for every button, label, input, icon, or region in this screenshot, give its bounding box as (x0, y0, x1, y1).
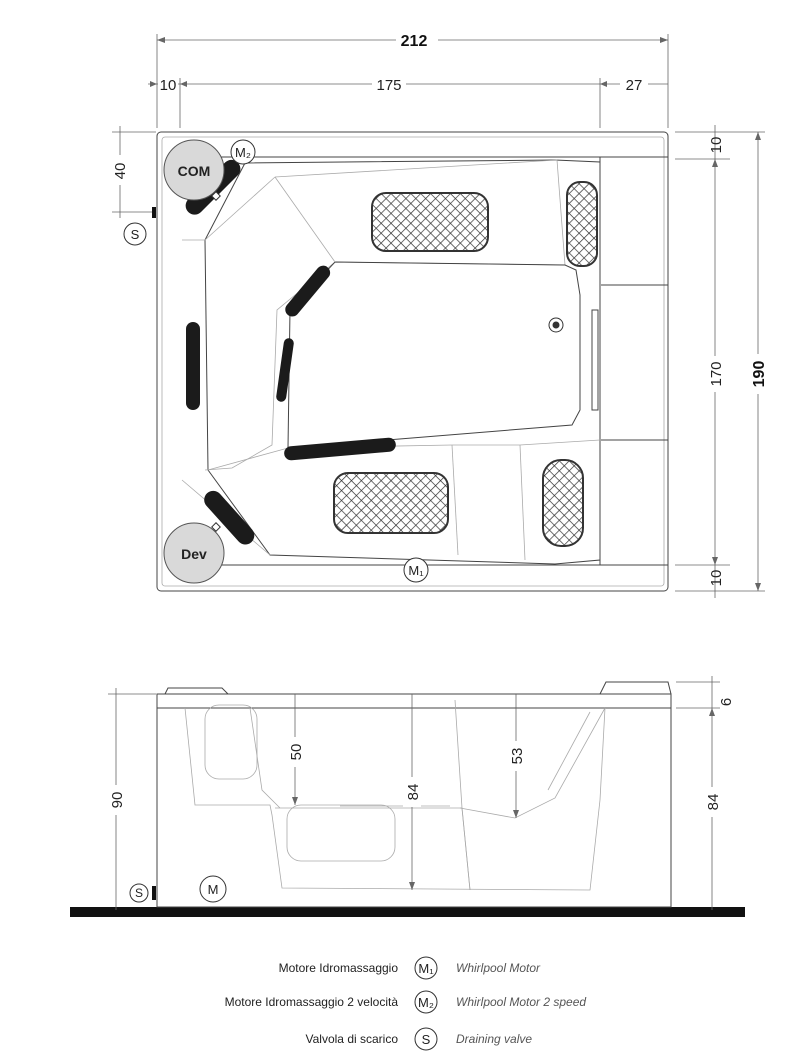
legend-symbol-label: M₂ (418, 995, 434, 1010)
com-unit (163, 139, 225, 201)
tub-side-view (70, 681, 745, 917)
legend-label-it: Motore Idromassaggio (279, 961, 399, 975)
dim-right: 27 (626, 77, 643, 94)
com-label: COM (178, 163, 211, 179)
side-drain-valve-symbol (129, 883, 149, 903)
dim-right-depth: 53 (509, 748, 526, 765)
dim-left: 10 (160, 77, 177, 94)
dev-unit (163, 522, 225, 584)
dim-middle: 175 (376, 77, 401, 94)
legend-symbol-label: S (422, 1032, 431, 1047)
legend-symbol (414, 956, 438, 980)
motor-1-symbol-label: M₁ (408, 563, 424, 578)
dev-label: Dev (181, 546, 207, 562)
legend-item: Valvola di scarico S Draining valve (306, 1027, 532, 1051)
dim-total-height: 190 (751, 361, 768, 388)
massage-pads (333, 181, 598, 547)
dim-rim: 6 (718, 698, 735, 706)
dim-total-width: 212 (401, 33, 428, 50)
dim-left-offset: 40 (112, 163, 129, 180)
dim-top-margin: 10 (708, 137, 725, 154)
motor-2-speed-symbol-label: M₂ (235, 145, 251, 160)
dim-inner-depth: 84 (405, 784, 422, 801)
dim-total-height-side: 90 (109, 792, 126, 809)
legend-item: Motore Idromassaggio M₁ Whirlpool Motor (279, 956, 541, 980)
drain-valve-marker (152, 207, 156, 218)
legend-symbol (414, 990, 438, 1014)
legend-label-en: Whirlpool Motor 2 speed (456, 995, 586, 1009)
whirlpool-jets (185, 159, 396, 545)
legend-label-en: Whirlpool Motor (456, 961, 541, 975)
legend: Motore Idromassaggio M₁ Whirlpool Motor … (225, 956, 586, 1051)
legend-symbol-label: M₁ (418, 961, 434, 976)
side-motor-symbol (199, 875, 227, 903)
legend-label-it: Motore Idromassaggio 2 velocità (225, 995, 399, 1009)
motor-2-speed-symbol (230, 139, 256, 165)
legend-item: Motore Idromassaggio 2 velocità M₂ Whirl… (225, 990, 586, 1014)
legend-label-en: Draining valve (456, 1032, 532, 1046)
dim-seat-depth: 50 (288, 744, 305, 761)
side-motor-symbol-label: M (208, 882, 219, 897)
dim-right-height: 84 (705, 794, 722, 811)
dim-inner-height: 170 (708, 361, 725, 386)
dim-bottom-margin: 10 (708, 570, 725, 587)
drain-valve-symbol (123, 222, 147, 246)
side-drain-valve-symbol-label: S (135, 886, 143, 900)
legend-symbol (414, 1027, 438, 1051)
drain-valve-symbol-label: S (131, 227, 140, 242)
motor-1-symbol (403, 557, 429, 583)
legend-label-it: Valvola di scarico (306, 1032, 399, 1046)
